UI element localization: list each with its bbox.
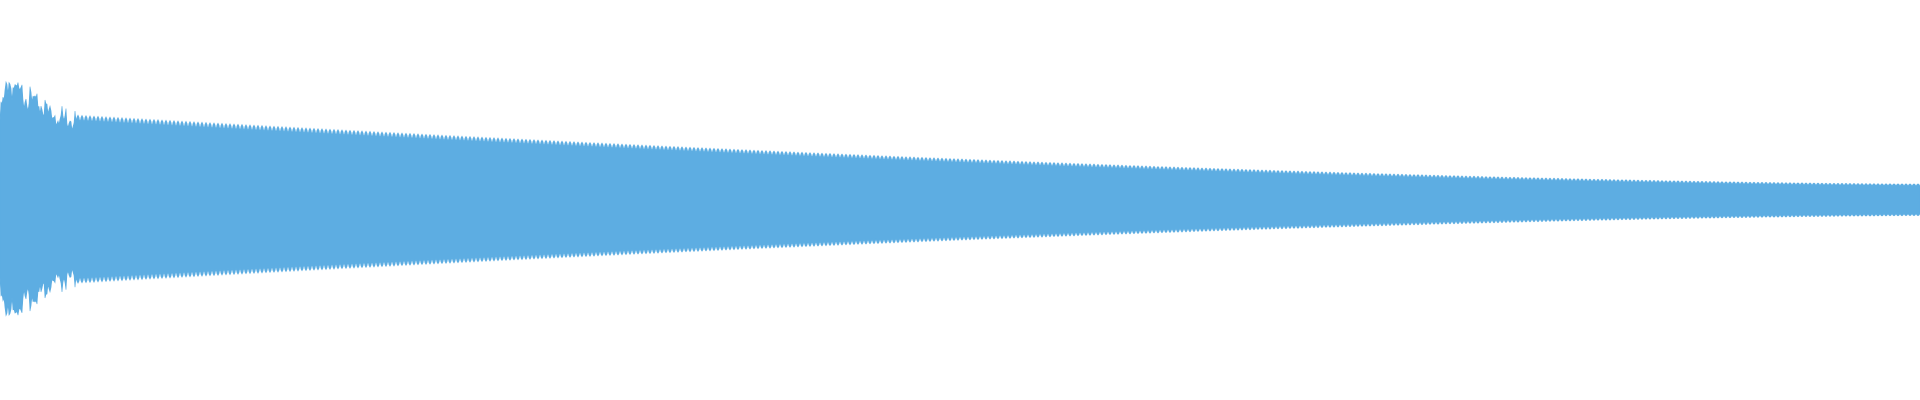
waveform-shape: [0, 80, 1920, 317]
